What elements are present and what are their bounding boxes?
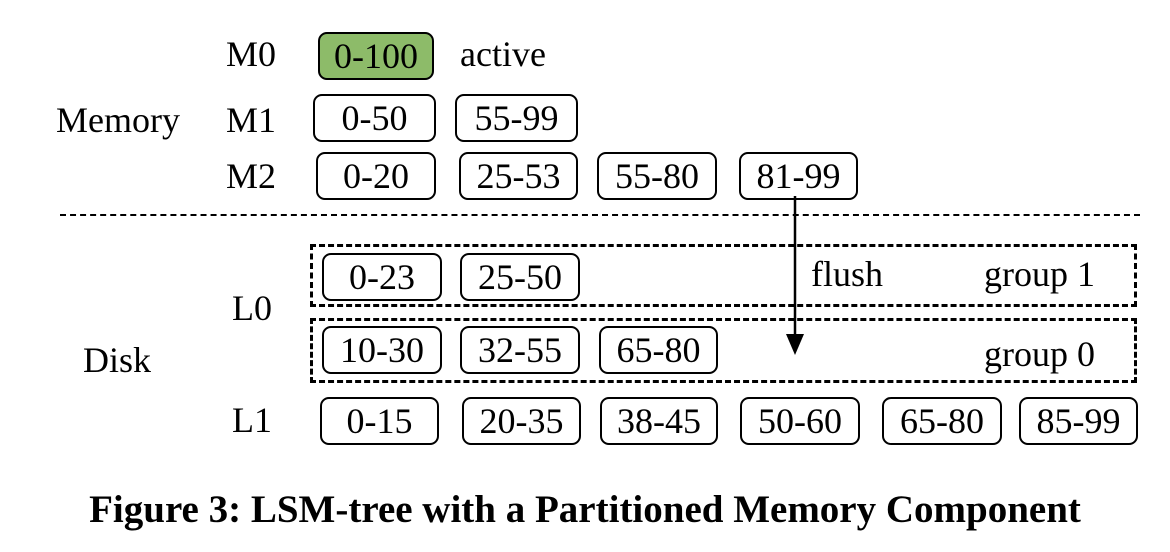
l0-group-0 — [310, 318, 1137, 383]
level-label-l1: L1 — [232, 400, 272, 440]
range-box-m1: 55-99 — [455, 94, 578, 142]
range-box-m0-active: 0-100 — [318, 32, 434, 80]
range-box-l1: 65-80 — [882, 397, 1002, 445]
range-box-l1: 0-15 — [320, 397, 439, 445]
disk-label: Disk — [83, 340, 152, 380]
range-box-l0-group0: 32-55 — [460, 326, 580, 374]
row-label-m2: M2 — [226, 156, 277, 196]
range-box-l1: 85-99 — [1019, 397, 1138, 445]
group-1-label: group 1 — [984, 254, 1095, 294]
memory-disk-separator — [60, 214, 1140, 216]
figure-caption: Figure 3: LSM-tree with a Partitioned Me… — [89, 488, 1081, 531]
range-box-m1: 0-50 — [313, 94, 436, 142]
range-box-l1: 20-35 — [462, 397, 581, 445]
level-label-l0: L0 — [232, 288, 272, 328]
row-label-m1: M1 — [226, 100, 277, 140]
row-label-m0: M0 — [226, 34, 277, 74]
memory-label: Memory — [56, 100, 180, 140]
flush-label: flush — [811, 254, 883, 294]
range-box-l0-group1: 0-23 — [322, 253, 442, 301]
range-box-m2: 0-20 — [316, 152, 436, 200]
l0-group-1 — [310, 244, 1137, 307]
range-box-m2: 55-80 — [597, 152, 717, 200]
range-box-m2: 81-99 — [739, 152, 858, 200]
range-box-l1: 38-45 — [600, 397, 718, 445]
group-0-label: group 0 — [984, 334, 1095, 374]
active-label: active — [460, 34, 546, 74]
range-box-l0-group0: 65-80 — [599, 326, 718, 374]
range-box-m2: 25-53 — [459, 152, 578, 200]
range-box-l0-group0: 10-30 — [322, 326, 442, 374]
range-box-l1: 50-60 — [740, 397, 860, 445]
range-box-l0-group1: 25-50 — [460, 253, 580, 301]
